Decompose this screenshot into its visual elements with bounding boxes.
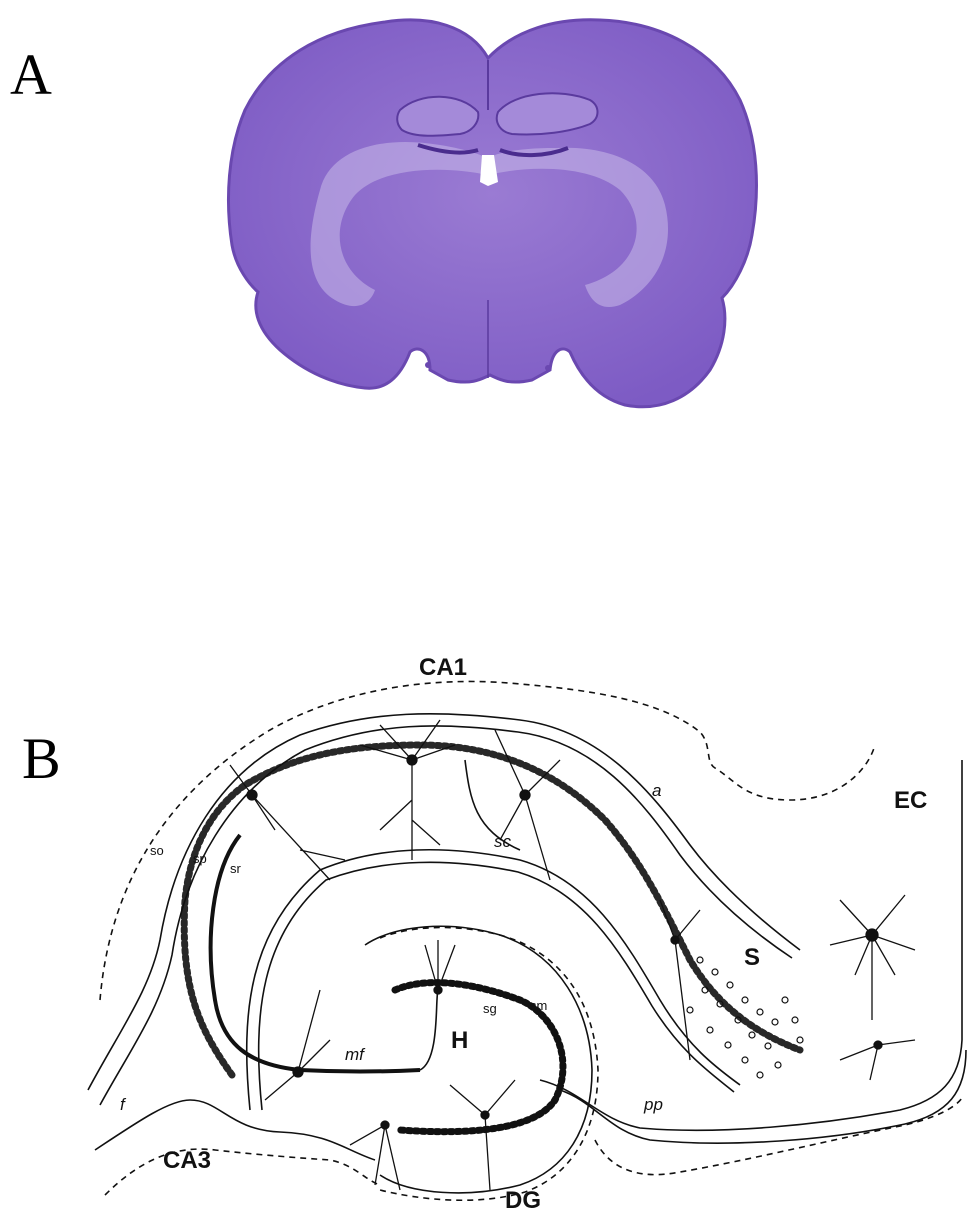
label-mf: mf xyxy=(345,1045,366,1064)
label-f: f xyxy=(120,1095,127,1114)
label-sg: sg xyxy=(483,1001,497,1016)
ca3-fimbria-line xyxy=(95,1100,375,1160)
label-sc: sc xyxy=(494,832,512,851)
stain-dot xyxy=(545,365,551,371)
label-a: a xyxy=(652,781,661,800)
mf-connector xyxy=(420,990,438,1070)
ca3-pyramidal-neuron-2 xyxy=(265,990,330,1100)
perforant-path-2 xyxy=(560,1050,966,1143)
dentate-outline xyxy=(365,926,592,1193)
label-ec: EC xyxy=(894,787,927,814)
label-pp: pp xyxy=(643,1095,663,1114)
label-s: S xyxy=(744,944,760,971)
stain-dot xyxy=(425,362,431,368)
hilar-neuron-2 xyxy=(350,1121,400,1190)
label-sm: sm xyxy=(530,998,547,1013)
brain-section-image xyxy=(228,20,756,407)
ec-stellate-neuron xyxy=(830,895,915,1020)
mossy-fiber-line xyxy=(211,835,420,1072)
label-sp: sp xyxy=(193,851,207,866)
alveus-outer xyxy=(88,714,800,1090)
label-ca3: CA3 xyxy=(163,1147,211,1174)
brain-outline xyxy=(228,20,756,407)
ec-neuron-2 xyxy=(840,1040,915,1080)
pyramidal-layer-outer xyxy=(184,745,800,1075)
hippocampus-diagram xyxy=(88,681,966,1200)
label-dg: DG xyxy=(505,1187,541,1214)
label-sr: sr xyxy=(230,861,242,876)
label-h: H xyxy=(451,1027,468,1054)
ca3-dashed-border xyxy=(105,1149,380,1195)
label-so: so xyxy=(150,843,164,858)
hippocampus-left xyxy=(397,97,478,136)
ca1-pyramidal-neuron xyxy=(360,720,455,860)
schaffer-collateral-line xyxy=(465,760,520,850)
hilar-neuron xyxy=(450,1080,515,1190)
label-ca1: CA1 xyxy=(419,654,467,681)
subiculum-neuron xyxy=(660,900,700,1060)
diagram-labels: CA1 EC S H CA3 DG so sp sr sg sm sc mf p… xyxy=(120,654,927,1214)
